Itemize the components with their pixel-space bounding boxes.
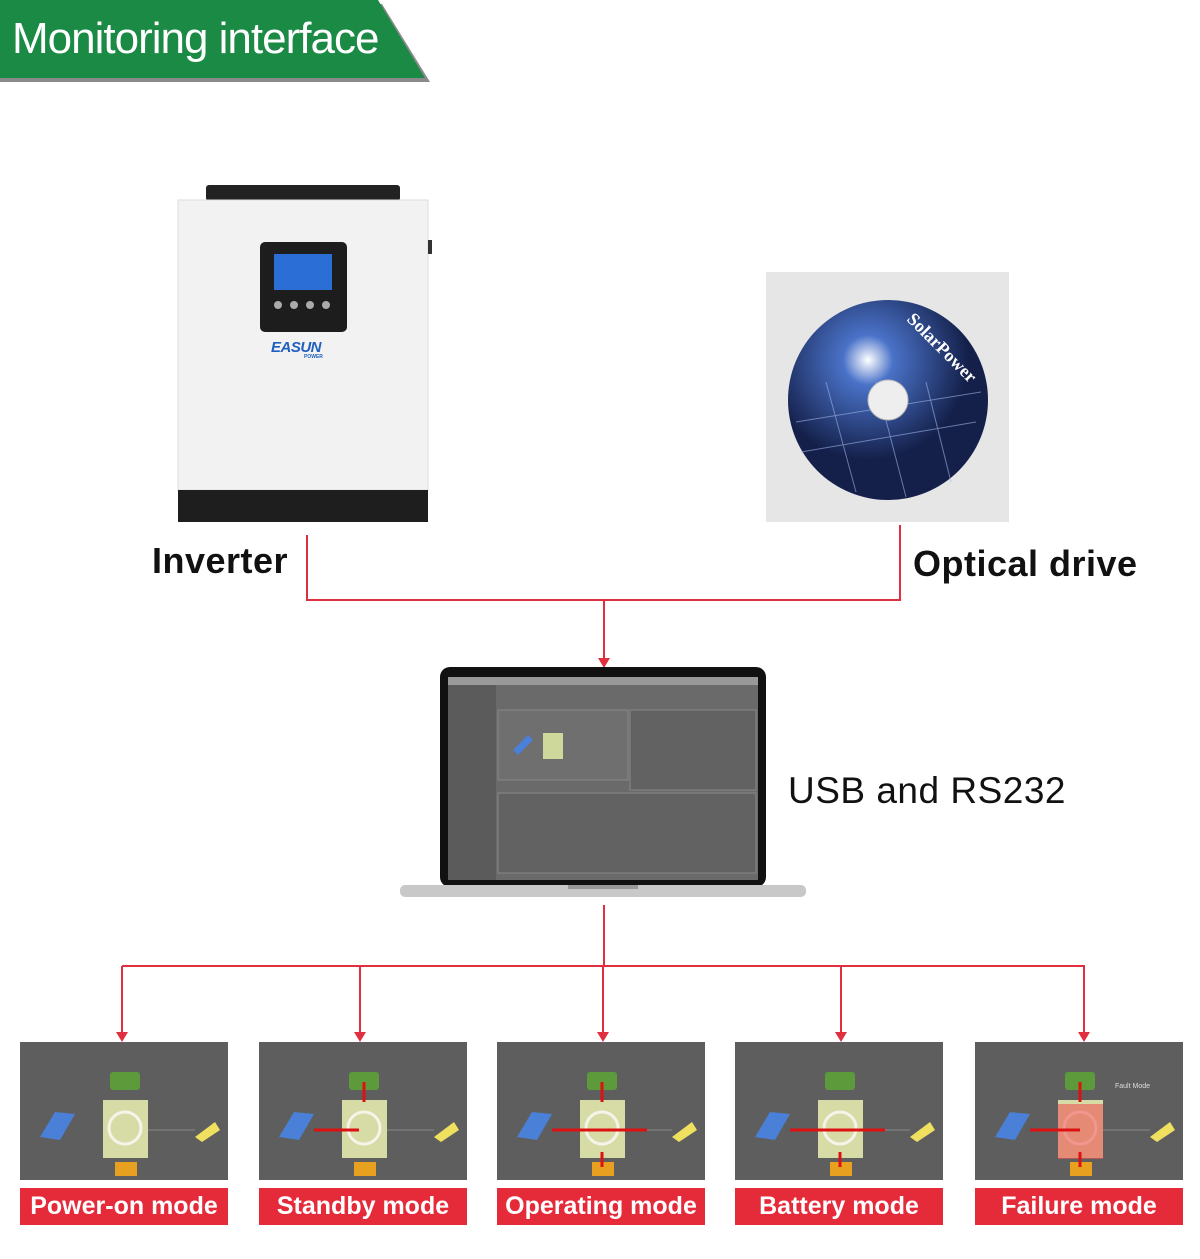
title-banner [0, 0, 430, 82]
inverter-label: Inverter [152, 540, 289, 581]
fault-caption: Fault Mode [1115, 1083, 1150, 1090]
mode-label-failure: Failure mode [975, 1188, 1183, 1225]
mode-panel-failure: Fault Mode [975, 1042, 1183, 1180]
arrow-down-icon [116, 1032, 128, 1042]
mode-panel-battery [735, 1042, 943, 1180]
arrow-down-icon [597, 1032, 609, 1042]
mode-label-battery: Battery mode [735, 1188, 943, 1225]
page-title: Monitoring interface [12, 14, 379, 63]
mode-panel-operating [497, 1042, 705, 1180]
arrow-down-icon [354, 1032, 366, 1042]
inverter-brand-sub: POWER [304, 354, 323, 360]
mode-label-operating: Operating mode [497, 1188, 705, 1225]
arrow-down-icon [598, 658, 610, 668]
connection-label: USB and RS232 [788, 770, 1067, 811]
arrow-down-icon [1078, 1032, 1090, 1042]
mode-panel-power-on [20, 1042, 228, 1180]
optical-drive-label: Optical drive [913, 543, 1138, 584]
optical-disc-image: SolarPower [766, 272, 1009, 522]
inverter-image: EASUN POWER [177, 185, 432, 522]
inverter-brand-logo: EASUN [271, 339, 323, 356]
mode-label-power-on: Power-on mode [20, 1188, 228, 1225]
arrow-down-icon [835, 1032, 847, 1042]
laptop-image [400, 667, 806, 897]
mode-panel-standby [259, 1042, 467, 1180]
mode-label-standby: Standby mode [259, 1188, 467, 1225]
